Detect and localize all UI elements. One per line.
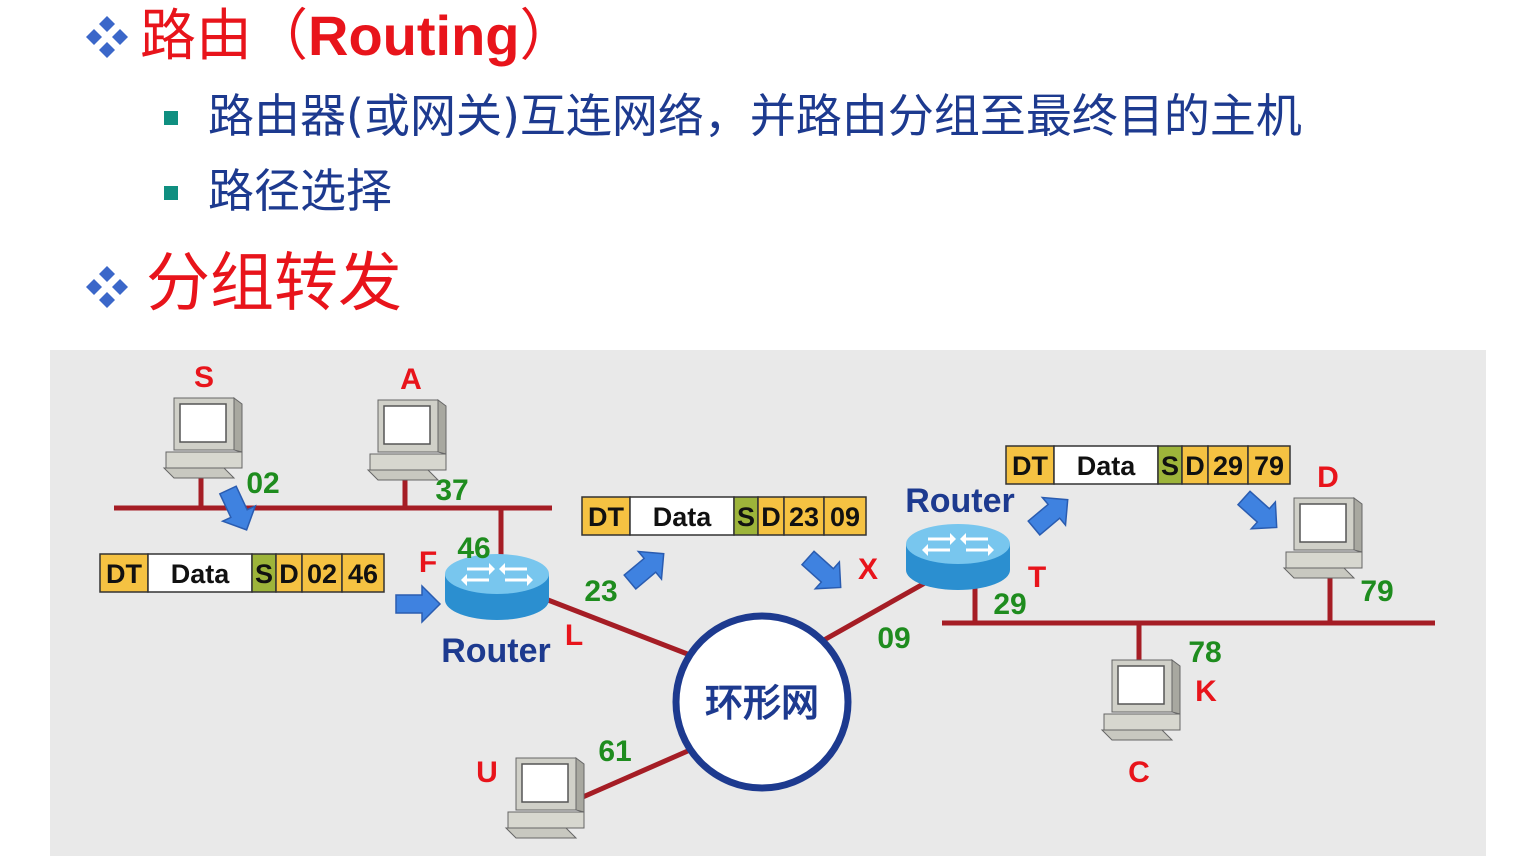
network-diagram: 环形网 DT Data S D 02 46 DT Dat (50, 350, 1486, 856)
packet-1-s: S (255, 559, 273, 589)
packet-1-dt: DT (106, 559, 142, 589)
packet-2-a1: 23 (789, 502, 819, 532)
router-right-icon (904, 522, 1012, 592)
router-right-label: Router (905, 482, 1015, 520)
heading-routing-bold: Routing (308, 4, 520, 67)
port-label-x: X (858, 553, 878, 586)
square-bullet-icon (164, 186, 178, 200)
host-d-computer-icon (1283, 497, 1363, 579)
square-bullet-icon (164, 111, 178, 125)
port-label-k: K (1195, 675, 1217, 708)
address-label-79: 79 (1360, 575, 1393, 608)
host-label-u: U (476, 756, 498, 789)
packet-1-a2: 46 (348, 559, 378, 589)
packet-2-d: D (761, 502, 781, 532)
host-label-s: S (194, 361, 214, 394)
address-label-29: 29 (993, 588, 1026, 621)
router-left-label: Router (441, 632, 551, 670)
bullet-text-2: 路径选择 (208, 164, 392, 218)
ring-network (672, 612, 852, 792)
ring-network-label: 环形网 (705, 681, 819, 725)
packet-1-data: Data (171, 559, 231, 589)
host-c-computer-icon (1101, 659, 1181, 741)
port-label-t: T (1028, 561, 1046, 594)
host-label-a: A (400, 363, 422, 396)
address-label-37: 37 (435, 474, 468, 507)
heading-routing-prefix: 路由（ (140, 4, 308, 69)
packet-1-d: D (279, 559, 299, 589)
host-a-computer-icon (367, 399, 447, 481)
address-label-09: 09 (877, 622, 910, 655)
packet-3-data: Data (1077, 451, 1137, 481)
packet-3-a1: 29 (1213, 451, 1243, 481)
host-label-d: D (1317, 461, 1339, 494)
diamond-bullet-icon (86, 266, 128, 308)
host-label-c: C (1128, 756, 1150, 789)
host-u-computer-icon (505, 757, 585, 839)
heading-routing: 路由（Routing） (140, 8, 575, 65)
packet-2-dt: DT (588, 502, 624, 532)
packet-3-dt: DT (1012, 451, 1048, 481)
address-label-46: 46 (457, 532, 490, 565)
port-label-l: L (565, 619, 583, 652)
packet-3 (1005, 445, 1291, 485)
packet-1 (99, 553, 385, 593)
host-s-computer-icon (163, 397, 243, 479)
diamond-bullet-icon (86, 16, 128, 58)
packet-3-a2: 79 (1254, 451, 1284, 481)
heading-routing-suffix: ） (519, 4, 576, 69)
packet-2-data: Data (653, 502, 713, 532)
packet-3-d: D (1185, 451, 1205, 481)
packet-2-a2: 09 (830, 502, 860, 532)
address-label-78: 78 (1188, 636, 1221, 669)
port-label-f: F (419, 546, 437, 579)
packet-2 (581, 496, 867, 536)
packet-3-s: S (1161, 451, 1179, 481)
address-label-02: 02 (246, 467, 279, 500)
heading-forwarding: 分组转发 (146, 247, 402, 321)
bullet-text-1: 路由器(或网关)互连网络，并路由分组至最终目的主机 (208, 89, 1302, 143)
packet-2-s: S (737, 502, 755, 532)
address-label-23: 23 (584, 575, 617, 608)
address-label-61: 61 (598, 735, 631, 768)
packet-1-a1: 02 (307, 559, 337, 589)
